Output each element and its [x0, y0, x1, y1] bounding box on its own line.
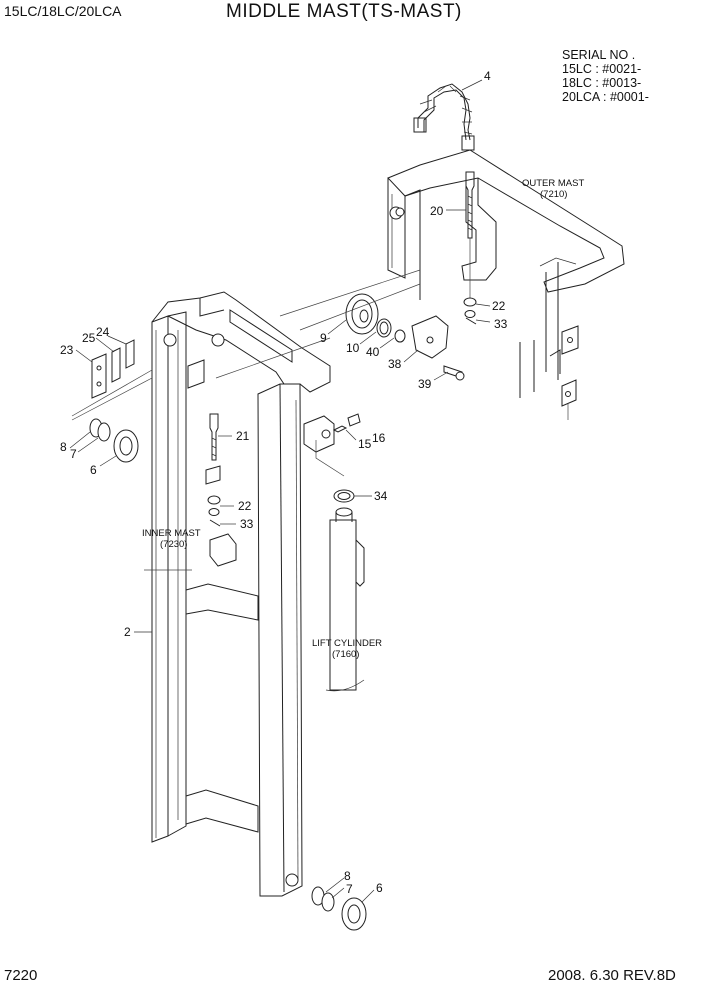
leader-lines: [69, 79, 491, 903]
callout-33: 33: [494, 317, 508, 331]
callouts: 4 20 22 33 9 10 40 38 39 25 24 23 8 7 6 …: [60, 69, 508, 896]
callout-15: 15: [358, 437, 372, 451]
callout-8: 8: [344, 869, 351, 883]
outer-mast-label: OUTER MAST: [522, 178, 584, 189]
inner-mast-drawing: [144, 291, 335, 897]
model-label: 15LC/18LC/20LCA: [4, 3, 122, 19]
page-number: 7220: [4, 967, 38, 984]
assembly-labels: OUTER MAST (7210) INNER MAST (7230) LIFT…: [142, 178, 584, 660]
lift-cylinder-drawing: [315, 440, 365, 692]
callout-25: 25: [82, 331, 96, 345]
callout-6: 6: [90, 463, 97, 477]
inner-mast-code: (7230): [160, 539, 187, 550]
callout-8: 8: [60, 440, 67, 454]
callout-33: 33: [240, 517, 254, 531]
callout-7: 7: [70, 447, 77, 461]
serial-line: 15LC : #0021-: [562, 62, 642, 76]
page-title: MIDDLE MAST(TS-MAST): [226, 1, 462, 22]
callout-22: 22: [238, 499, 252, 513]
callout-38: 38: [388, 357, 402, 371]
serial-number-block: SERIAL NO . 15LC : #0021- 18LC : #0013- …: [562, 48, 649, 104]
callout-2: 2: [124, 625, 131, 639]
callout-9: 9: [320, 331, 327, 345]
callout-21: 21: [236, 429, 250, 443]
callout-23: 23: [60, 343, 74, 357]
callout-34: 34: [374, 489, 388, 503]
inner-mast-label: INNER MAST: [142, 528, 201, 539]
sheave-bracket-drawing: [215, 269, 465, 381]
hardware-15-16: [332, 413, 361, 433]
callout-24: 24: [96, 325, 110, 339]
date-revision: 2008. 6.30 REV.8D: [548, 967, 676, 984]
callout-16: 16: [372, 431, 386, 445]
lift-cylinder-label: LIFT CYLINDER: [312, 638, 382, 649]
callout-10: 10: [346, 341, 360, 355]
callout-4: 4: [484, 69, 491, 83]
callout-39: 39: [418, 377, 432, 391]
serial-title: SERIAL NO .: [562, 48, 636, 62]
callout-20: 20: [430, 204, 444, 218]
serial-line: 20LCA : #0001-: [562, 90, 649, 104]
lift-cylinder-code: (7160): [332, 649, 359, 660]
callout-7: 7: [346, 882, 353, 896]
left-parts-drawing: [71, 339, 367, 931]
callout-22: 22: [492, 299, 506, 313]
serial-line: 18LC : #0013-: [562, 76, 642, 90]
callout-40: 40: [366, 345, 380, 359]
outer-mast-drawing: [387, 83, 625, 420]
outer-mast-code: (7210): [540, 189, 567, 200]
callout-6: 6: [376, 881, 383, 895]
